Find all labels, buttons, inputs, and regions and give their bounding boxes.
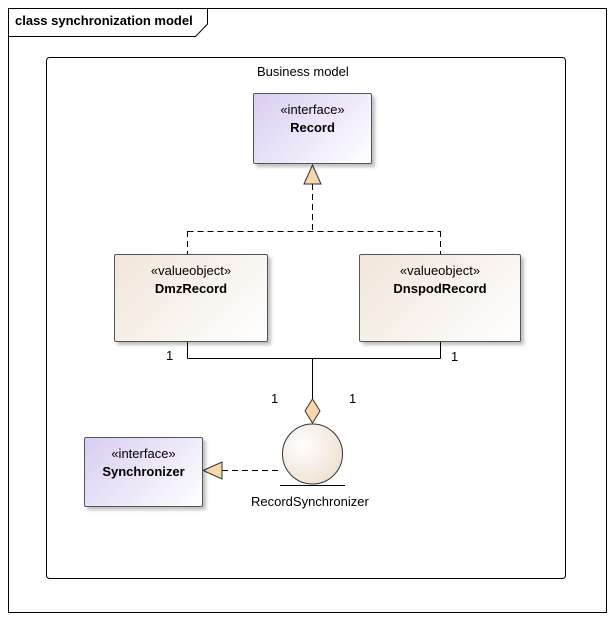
dependency-arrowhead (201, 461, 223, 480)
dnspod-record-stereotype: «valueobject» (399, 263, 481, 278)
multiplicity-sync-right: 1 (349, 391, 357, 406)
diagram-frame (8, 8, 607, 613)
aggregation-diamond (304, 398, 321, 424)
record-stereotype: «interface» (280, 102, 345, 117)
dmz-record-name: DmzRecord (154, 281, 228, 296)
frame-title: class synchronization model (15, 13, 193, 28)
record-name: Record (290, 120, 335, 135)
realization-arrowhead (303, 163, 322, 185)
record-interface-box[interactable]: «interface» Record (253, 93, 372, 164)
record-synchronizer-label: RecordSynchronizer (251, 494, 369, 509)
synchronizer-stereotype: «interface» (111, 446, 176, 461)
multiplicity-dnspod: 1 (451, 349, 459, 364)
dmz-record-stereotype: «valueobject» (150, 263, 232, 278)
dnspod-record-name: DnspodRecord (393, 281, 487, 296)
aggregation-connector (187, 341, 441, 399)
record-synchronizer-circle[interactable] (282, 423, 343, 485)
dnspod-record-box[interactable]: «valueobject» DnspodRecord (359, 254, 521, 342)
dmz-record-box[interactable]: «valueobject» DmzRecord (114, 254, 268, 342)
multiplicity-dmz: 1 (166, 348, 174, 363)
synchronizer-name: Synchronizer (102, 464, 185, 479)
realization-connector (187, 184, 441, 254)
synchronizer-interface-box[interactable]: «interface» Synchronizer (84, 437, 203, 507)
frame-title-tab (8, 8, 208, 37)
package-label: Business model (257, 64, 349, 79)
multiplicity-sync-left: 1 (271, 391, 279, 406)
